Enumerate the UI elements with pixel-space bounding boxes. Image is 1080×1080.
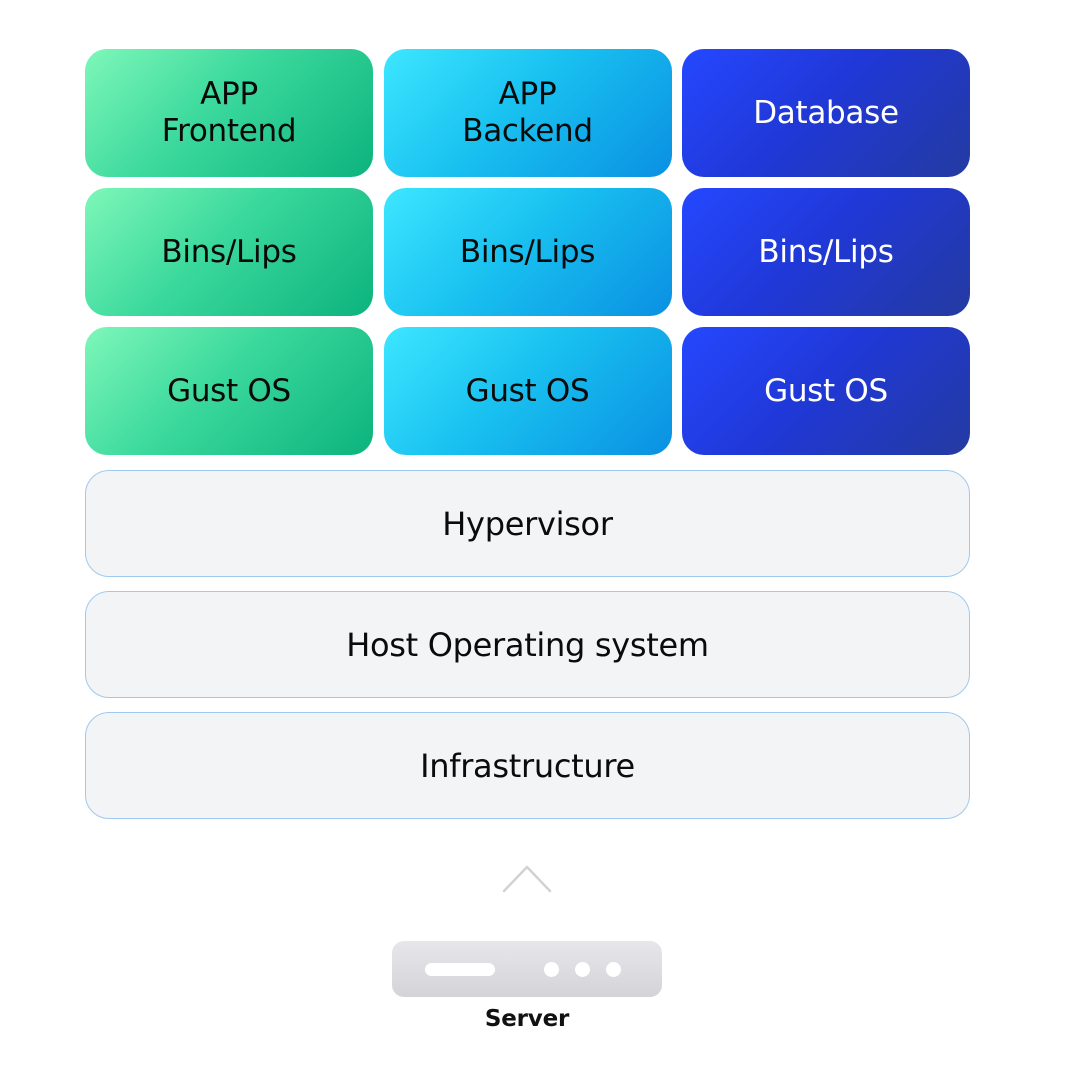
database-guest-os-label: Gust OS [764, 372, 888, 409]
server-indicator-light [606, 962, 621, 977]
database-tile: Database [682, 49, 970, 177]
backend-bins-label: Bins/Lips [459, 233, 596, 270]
host-os-layer: Host Operating system [85, 591, 970, 698]
app-backend-label-line2: Backend [462, 113, 593, 149]
server-drive-slot [425, 963, 495, 976]
app-frontend-label-line2: Frontend [161, 113, 297, 149]
backend-guest-os-tile: Gust OS [383, 327, 672, 455]
frontend-bins-label: Bins/Lips [161, 233, 297, 270]
vm-stacks-grid: APP Frontend APP Backend Database Bins/L… [85, 49, 970, 455]
server-label: Server [484, 1006, 570, 1032]
app-frontend-tile: APP Frontend [85, 49, 373, 177]
database-bins-tile: Bins/Lips [682, 188, 970, 316]
app-frontend-label-line1: APP [200, 76, 258, 112]
chevron-up-icon [502, 865, 552, 893]
server-icon [392, 941, 662, 997]
infrastructure-label: Infrastructure [420, 746, 635, 785]
app-backend-tile: APP Backend [383, 49, 672, 177]
server-indicator-light [544, 962, 559, 977]
app-backend-label-line1: APP [498, 76, 557, 112]
host-os-label: Host Operating system [346, 625, 709, 664]
database-bins-label: Bins/Lips [758, 233, 894, 270]
backend-guest-os-label: Gust OS [465, 372, 590, 409]
database-label: Database [753, 94, 899, 131]
frontend-bins-tile: Bins/Lips [85, 188, 373, 316]
hypervisor-label: Hypervisor [442, 504, 613, 543]
backend-bins-tile: Bins/Lips [383, 188, 672, 316]
frontend-guest-os-tile: Gust OS [85, 327, 373, 455]
server-indicator-light [575, 962, 590, 977]
hypervisor-layer: Hypervisor [85, 470, 970, 577]
frontend-guest-os-label: Gust OS [167, 372, 291, 409]
infrastructure-layer: Infrastructure [85, 712, 970, 819]
database-guest-os-tile: Gust OS [682, 327, 970, 455]
